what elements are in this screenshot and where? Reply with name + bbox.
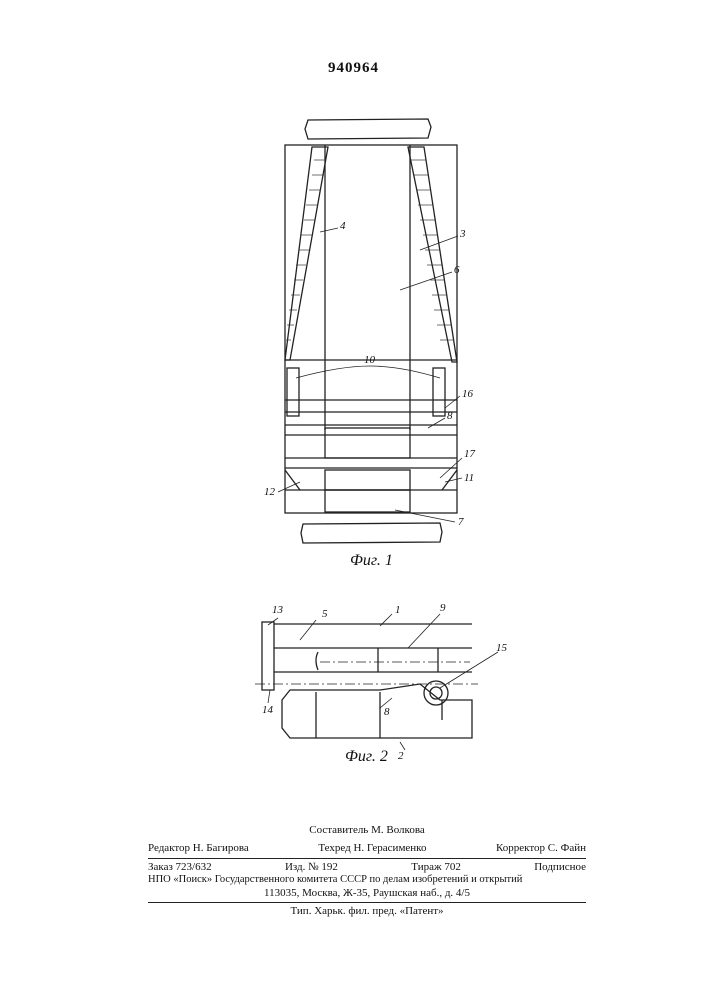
corrector: Корректор С. Файн [496, 842, 586, 854]
callout-1: 1 [395, 604, 401, 616]
callout-4: 4 [340, 220, 346, 232]
callout-6: 6 [454, 264, 460, 276]
compiler-line: Составитель М. Волкова [148, 824, 586, 836]
callout-17: 17 [464, 448, 475, 460]
callout-9: 9 [440, 602, 446, 614]
callout-13: 13 [272, 604, 283, 616]
edition-no: Изд. № 192 [285, 861, 338, 873]
address-line: 113035, Москва, Ж-35, Раушская наб., д. … [148, 887, 586, 899]
editor: Редактор Н. Багирова [148, 842, 249, 854]
techred: Техред Н. Герасименко [318, 842, 426, 854]
divider [148, 858, 586, 859]
subscription: Подписное [534, 861, 586, 873]
figure-2-caption: Фиг. 2 [345, 748, 388, 766]
order: Заказ 723/632 [148, 861, 212, 873]
callout-3: 3 [460, 228, 466, 240]
callout-16: 16 [462, 388, 473, 400]
callout-10: 10 [364, 354, 375, 366]
order-row: Заказ 723/632 Изд. № 192 Тираж 702 Подпи… [148, 861, 586, 873]
figure-1-caption: Фиг. 1 [350, 552, 393, 570]
callout-15: 15 [496, 642, 507, 654]
callout-8: 8 [447, 410, 453, 422]
callout-5: 5 [322, 608, 328, 620]
circulation: Тираж 702 [411, 861, 461, 873]
callout-12: 12 [264, 486, 275, 498]
callout-7: 7 [458, 516, 464, 528]
callout-8b: 8 [384, 706, 390, 718]
divider-2 [148, 902, 586, 903]
printer-line: Тип. Харьк. фил. пред. «Патент» [148, 905, 586, 917]
credits-row: Редактор Н. Багирова Техред Н. Герасимен… [148, 842, 586, 854]
callout-11: 11 [464, 472, 474, 484]
org-line: НПО «Поиск» Государственного комитета СС… [148, 874, 586, 885]
callout-14: 14 [262, 704, 273, 716]
callout-2: 2 [398, 750, 404, 762]
